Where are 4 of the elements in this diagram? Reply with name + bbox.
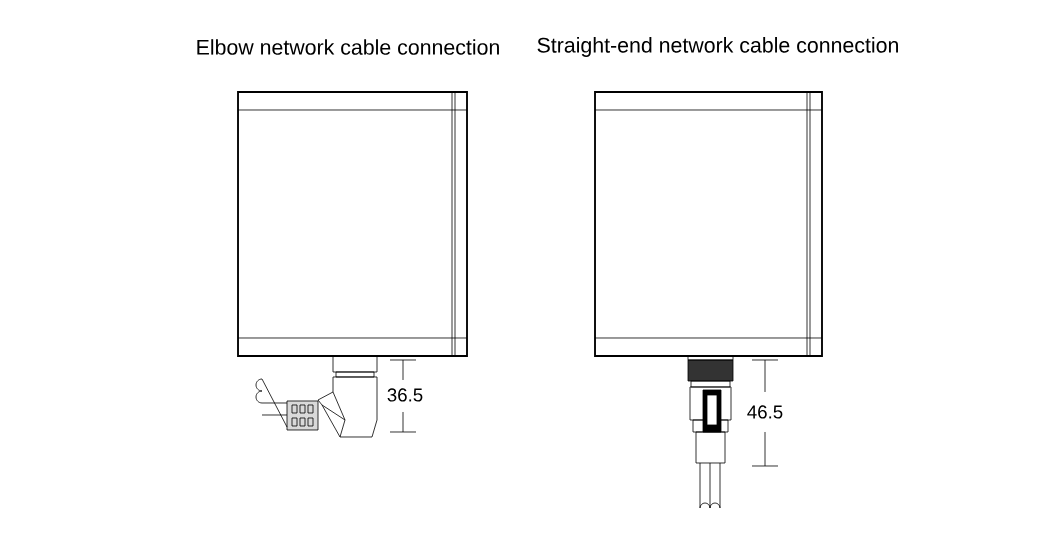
dimension-text: 46.5 (747, 405, 783, 419)
title-text: Elbow network cable connection (197, 39, 499, 55)
title-text: Straight-end network cable connection (537, 37, 898, 57)
dimension-text: 36.5 (387, 388, 423, 402)
